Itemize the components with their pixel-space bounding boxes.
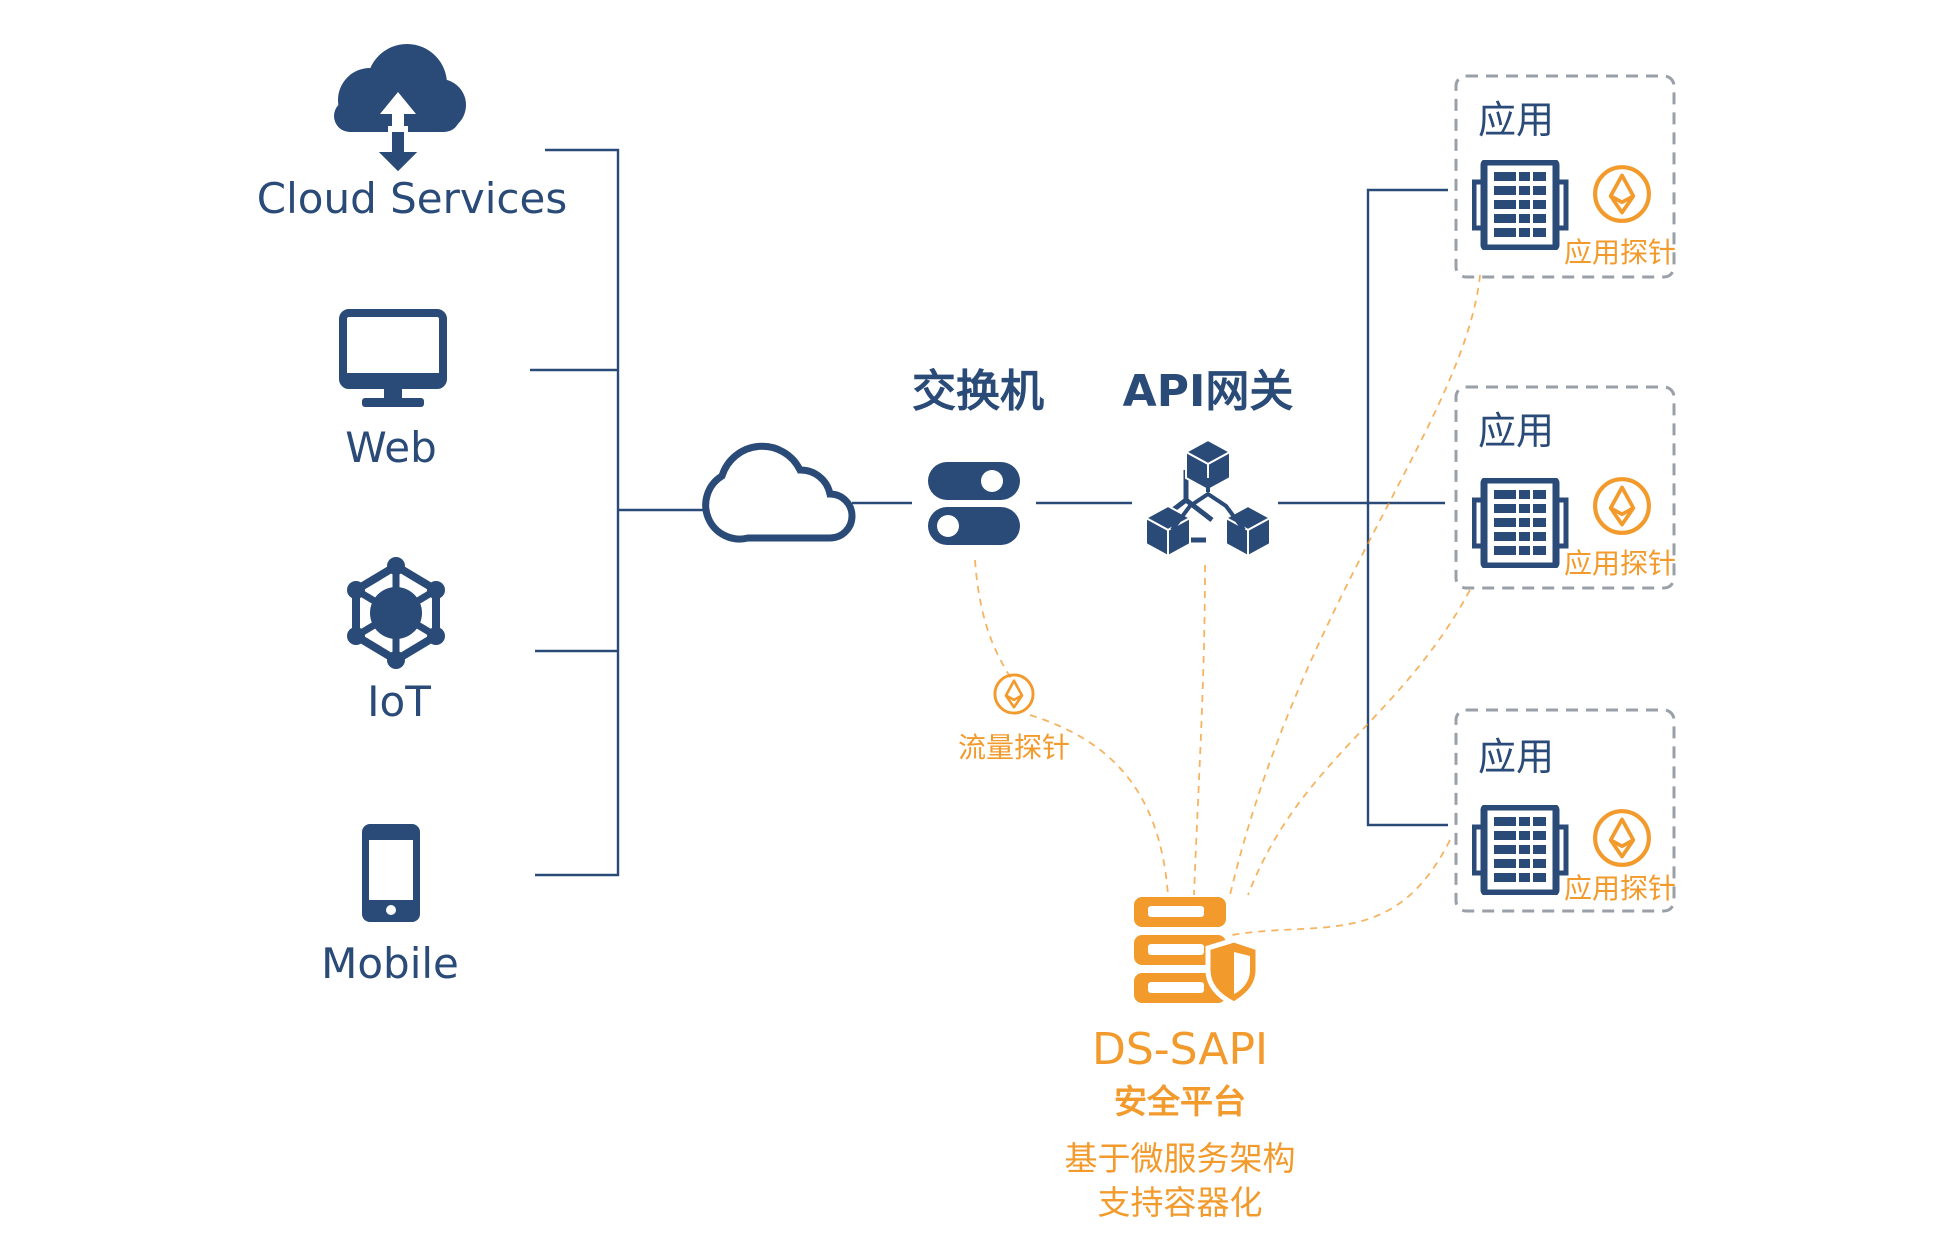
client-mobile: Mobile bbox=[321, 824, 459, 988]
probe-icon bbox=[1595, 811, 1649, 865]
client-label: Mobile bbox=[321, 939, 459, 988]
client-connectors bbox=[530, 148, 1448, 877]
app-title: 应用 bbox=[1478, 409, 1554, 453]
gateway-node: API网关 bbox=[1123, 366, 1294, 558]
platform-desc-line1: 基于微服务架构 bbox=[1065, 1139, 1296, 1178]
app-box: 应用 应用探针 bbox=[1454, 385, 1676, 590]
smartphone-icon bbox=[362, 824, 420, 922]
client-label: Web bbox=[345, 423, 437, 472]
cubes-icon bbox=[1143, 438, 1273, 558]
client-iot: IoT bbox=[347, 557, 445, 726]
probe-icon bbox=[993, 673, 1035, 715]
platform-subtitle: 安全平台 bbox=[1114, 1082, 1246, 1121]
cloud-upload-icon bbox=[334, 44, 466, 177]
server-rack-icon bbox=[1474, 807, 1566, 893]
client-cloud-services: Cloud Services bbox=[257, 44, 567, 223]
app-probe-label: 应用探针 bbox=[1564, 547, 1676, 580]
platform-name: DS-SAPI bbox=[1092, 1024, 1268, 1075]
traffic-probe-label: 流量探针 bbox=[958, 731, 1070, 764]
server-rack-icon bbox=[1474, 480, 1566, 566]
switch-icon bbox=[928, 462, 1020, 545]
secure-server-icon bbox=[1134, 897, 1261, 1007]
probe-icon bbox=[1595, 479, 1649, 533]
gateway-label: API网关 bbox=[1123, 366, 1294, 417]
client-web: Web bbox=[339, 309, 447, 472]
switch-node: 交换机 bbox=[912, 366, 1044, 545]
app-probe-label: 应用探针 bbox=[1564, 872, 1676, 905]
network-hub-icon bbox=[347, 557, 445, 669]
client-label: Cloud Services bbox=[257, 174, 567, 223]
switch-label: 交换机 bbox=[912, 366, 1044, 417]
app-box: 应用 应用探针 bbox=[1454, 74, 1676, 279]
client-label: IoT bbox=[367, 677, 431, 726]
app-box: 应用 应用探针 bbox=[1454, 708, 1676, 913]
probe-flow-lines bbox=[974, 274, 1481, 936]
server-rack-icon bbox=[1474, 162, 1566, 248]
app-title: 应用 bbox=[1478, 98, 1554, 142]
app-probe-label: 应用探针 bbox=[1564, 236, 1676, 269]
app-title: 应用 bbox=[1478, 735, 1554, 779]
platform-node: DS-SAPI 安全平台 基于微服务架构 支持容器化 bbox=[1065, 897, 1296, 1222]
probe-icon bbox=[1595, 167, 1649, 221]
cloud-outline-icon bbox=[702, 442, 856, 543]
monitor-icon bbox=[339, 309, 447, 407]
traffic-probe: 流量探针 bbox=[958, 673, 1070, 764]
platform-desc-line2: 支持容器化 bbox=[1098, 1183, 1263, 1222]
